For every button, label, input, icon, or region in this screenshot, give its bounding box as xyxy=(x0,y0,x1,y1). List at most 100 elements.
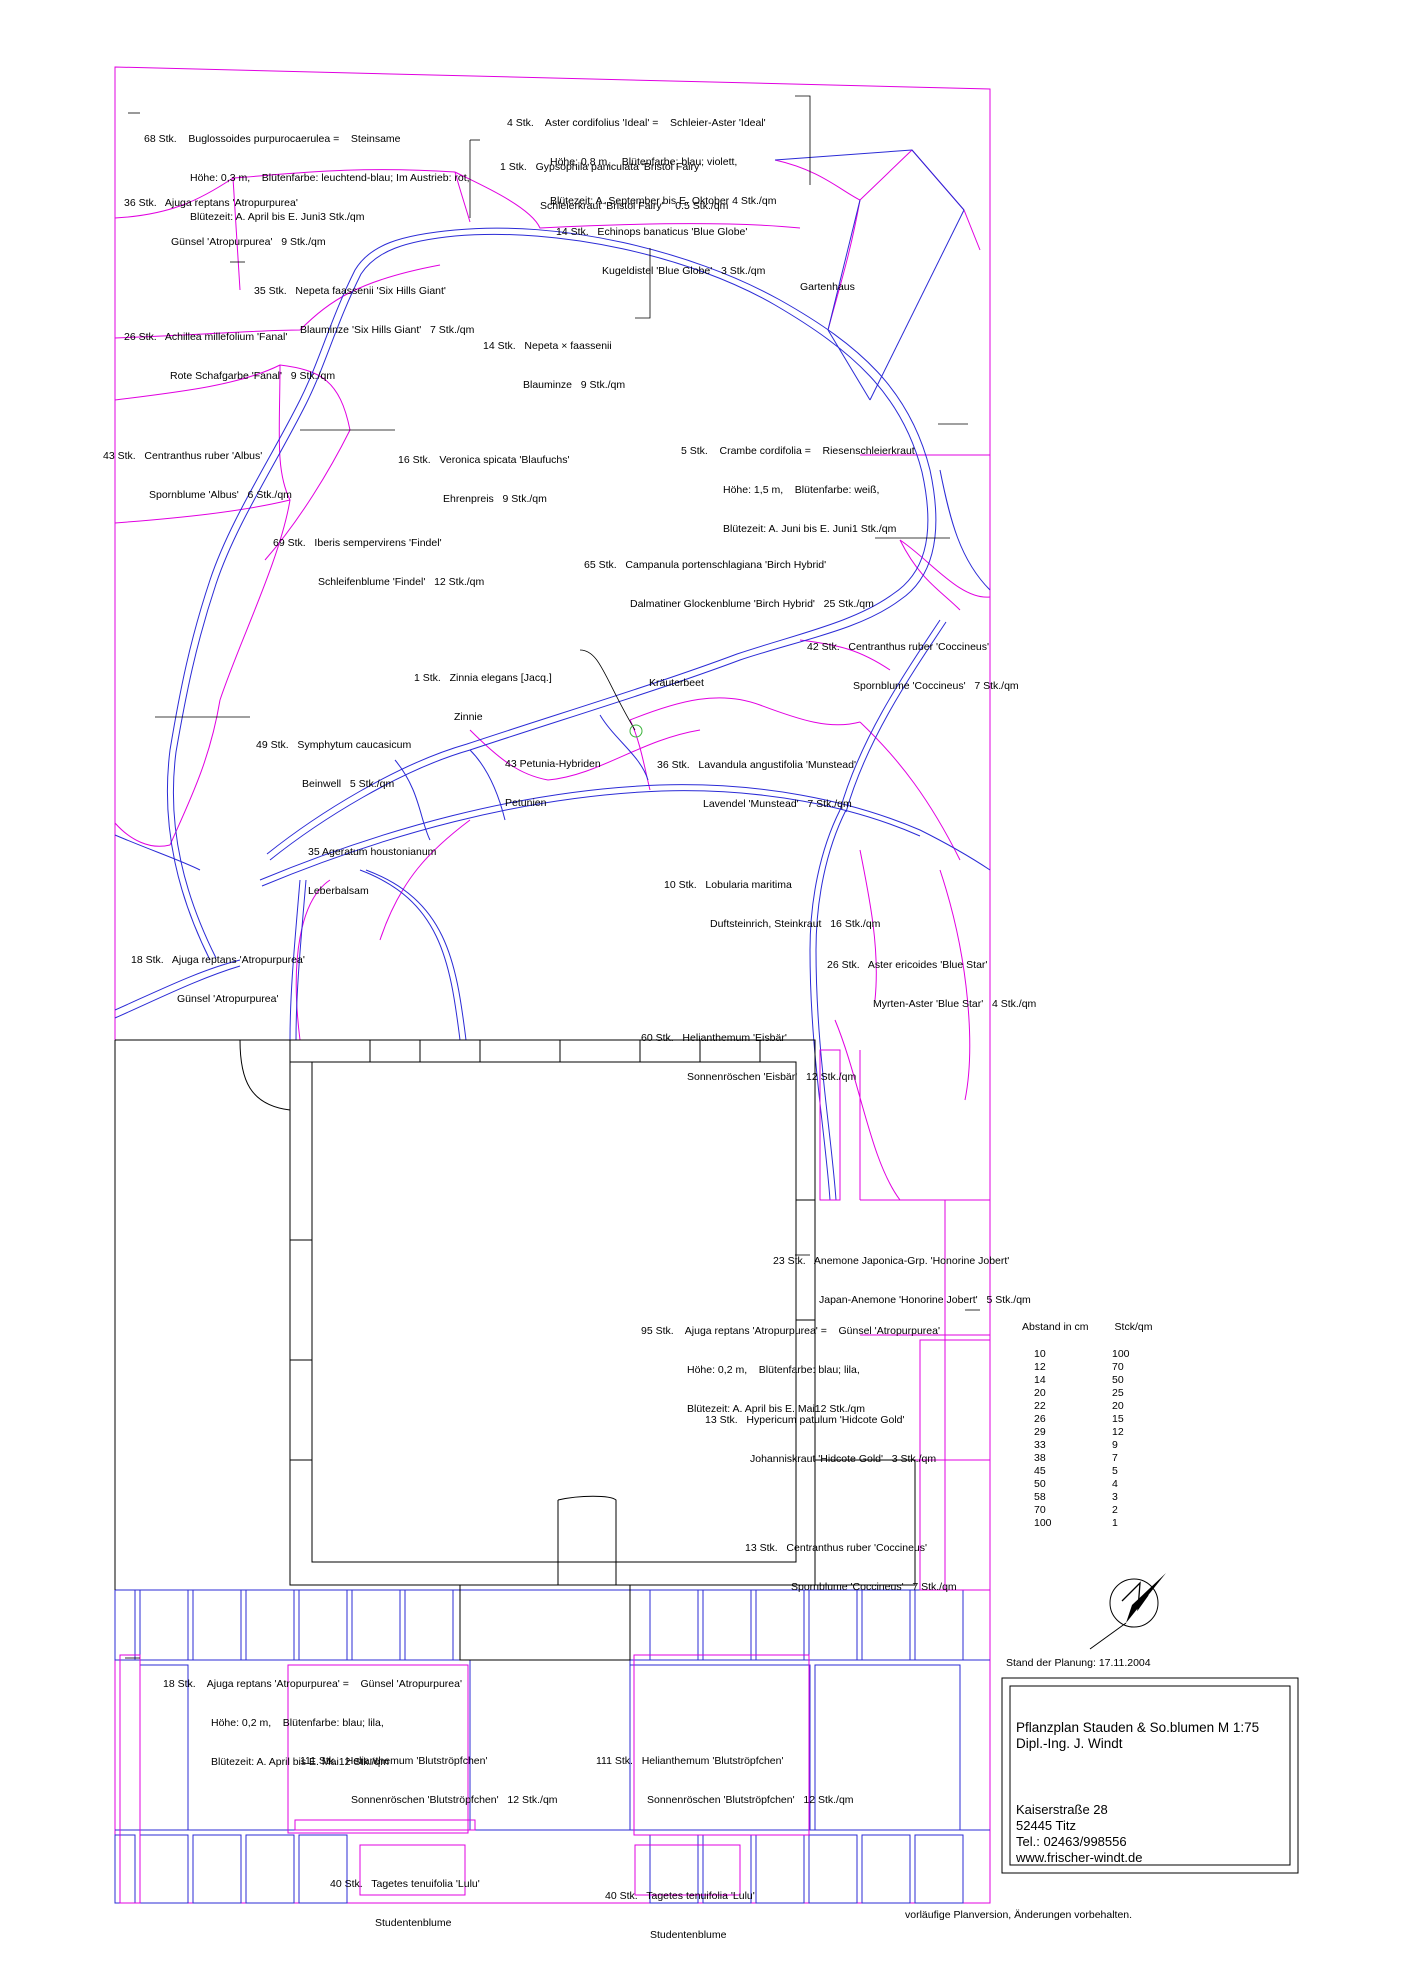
label-buglossoides: 68 Stk. Buglossoides purpurocaerulea = S… xyxy=(144,107,470,237)
label-centranthus-coccineus-1: 42 Stk. Centranthus ruber 'Coccineus' Sp… xyxy=(807,615,1019,706)
label-line: 42 Stk. Centranthus ruber 'Coccineus' xyxy=(807,641,990,653)
label-line: 1 Stk. Gypsophila paniculata 'Bristol Fa… xyxy=(500,161,702,173)
label-lavandula: 36 Stk. Lavandula angustifolia 'Munstead… xyxy=(657,733,856,824)
label-line: 40 Stk. Tagetes tenuifolia 'Lulu' xyxy=(605,1890,755,1902)
label-line: 18 Stk. Ajuga reptans 'Atropurpurea' xyxy=(131,954,305,966)
label-nepeta-1: 35 Stk. Nepeta faassenii 'Six Hills Gian… xyxy=(254,259,474,350)
legend-row: 10 100 xyxy=(1034,1347,1130,1360)
label-hypericum: 13 Stk. Hypericum patulum 'Hidcote Gold'… xyxy=(705,1388,936,1479)
label-line: 26 Stk. Aster ericoides 'Blue Star' xyxy=(827,959,988,971)
label-line: Blütezeit: A. April bis E. Mai12 Stk./qm xyxy=(211,1756,389,1768)
leader-lines xyxy=(125,95,980,1659)
label-line: Spornblume 'Coccineus' 7 Stk./qm xyxy=(853,680,1019,692)
label-crambe: 5 Stk. Crambe cordifolia = Riesenschleie… xyxy=(681,419,915,549)
legend-count-per-sqm: 15 xyxy=(1112,1412,1124,1425)
label-line: Höhe: 0,2 m, Blütenfarbe: blau; lila, xyxy=(211,1717,384,1729)
label-line: Rote Schafgarbe 'Fanal' 9 Stk./qm xyxy=(170,370,336,382)
label-tagetes-2: 40 Stk. Tagetes tenuifolia 'Lulu' Studen… xyxy=(605,1864,755,1955)
paving-grid xyxy=(114,1589,964,1904)
label-line: Günsel 'Atropurpurea' xyxy=(177,993,279,1005)
legend-spacing-cm: 50 xyxy=(1034,1477,1046,1490)
label-line: 49 Stk. Symphytum caucasicum xyxy=(256,739,412,751)
legend-count-per-sqm: 12 xyxy=(1112,1425,1124,1438)
legend-count-per-sqm: 1 xyxy=(1112,1516,1118,1529)
legend-row: 50 4 xyxy=(1034,1477,1130,1490)
legend-header-spacing: Abstand in cm xyxy=(1022,1321,1089,1333)
label-line: 69 Stk. Iberis sempervirens 'Findel' xyxy=(273,537,442,549)
zinnia-marker xyxy=(629,724,643,738)
label-line: Spornblume 'Coccineus' 7 Stk./qm xyxy=(791,1581,957,1593)
label-line: 35 Ageratum houstonianum xyxy=(308,846,437,858)
north-arrow-icon xyxy=(1089,1573,1166,1650)
label-ajuga-1: 36 Stk. Ajuga reptans 'Atropurpurea' Gün… xyxy=(124,171,326,262)
label-echinops: 14 Stk. Echinops banaticus 'Blue Globe' … xyxy=(556,200,765,291)
label-campanula: 65 Stk. Campanula portenschlagiana 'Birc… xyxy=(584,533,874,624)
label-line: Johanniskraut 'Hidcote Gold' 3 Stk./qm xyxy=(750,1453,937,1465)
legend-spacing-cm: 14 xyxy=(1034,1373,1046,1386)
label-helianthemum-eisbaer: 60 Stk. Helianthemum 'Eisbär' Sonnenrösc… xyxy=(641,1006,856,1097)
label-line: Japan-Anemone 'Honorine Jobert' 5 Stk./q… xyxy=(819,1294,1031,1306)
label-line: Blütezeit: A. April bis E. Mai12 Stk./qm xyxy=(687,1403,865,1415)
address-street: Kaiserstraße 28 xyxy=(1016,1802,1108,1817)
label-line: Blütezeit: A. September bis E. Oktober 4… xyxy=(550,195,777,207)
legend-spacing-cm: 29 xyxy=(1034,1425,1046,1438)
label-line: Blauminze 9 Stk./qm xyxy=(523,379,626,391)
label-line: Petunien xyxy=(505,797,547,809)
disclaimer-note: vorläufige Planversion, Änderungen vorbe… xyxy=(905,1909,1133,1921)
legend-count-per-sqm: 4 xyxy=(1112,1477,1118,1490)
label-line: Duftsteinrich, Steinkraut 16 Stk./qm xyxy=(710,918,881,930)
label-line: Höhe: 0,8 m, Blütenfarbe: blau; violett, xyxy=(550,156,738,168)
label-line: 95 Stk. Ajuga reptans 'Atropurpurea' = G… xyxy=(641,1325,940,1337)
legend-spacing-cm: 10 xyxy=(1034,1347,1046,1360)
label-line: Schleierkraut 'Bristol Fairy' 0.5 Stk./q… xyxy=(540,200,729,212)
label-line: 68 Stk. Buglossoides purpurocaerulea = S… xyxy=(144,133,401,145)
address-phone: Tel.: 02463/998556 xyxy=(1016,1834,1127,1849)
title-block: Pflanzplan Stauden & So.blumen M 1:75 Di… xyxy=(1002,1678,1298,1873)
label-line: Höhe: 0,3 m, Blütenfarbe: leuchtend-blau… xyxy=(190,172,470,184)
label-line: Schleifenblume 'Findel' 12 Stk./qm xyxy=(318,576,485,588)
label-line: 1 Stk. Zinnia elegans [Jacq.] xyxy=(414,672,552,684)
label-zinnia: 1 Stk. Zinnia elegans [Jacq.] Zinnie xyxy=(414,646,552,737)
label-line: Blauminze 'Six Hills Giant' 7 Stk./qm xyxy=(300,324,475,336)
label-line: 36 Stk. Ajuga reptans 'Atropurpurea' xyxy=(124,197,298,209)
label-line: Blütezeit: A. Juni bis E. Juni1 Stk./qm xyxy=(723,523,897,535)
label-ajuga-3: 95 Stk. Ajuga reptans 'Atropurpurea' = G… xyxy=(641,1299,940,1429)
label-ajuga-4: 18 Stk. Ajuga reptans 'Atropurpurea' = G… xyxy=(163,1652,462,1782)
legend-spacing-cm: 38 xyxy=(1034,1451,1046,1464)
legend-count-per-sqm: 2 xyxy=(1112,1503,1118,1516)
label-centranthus-coccineus-2: 13 Stk. Centranthus ruber 'Coccineus' Sp… xyxy=(745,1516,957,1607)
label-line: Sonnenröschen 'Eisbär' 12 Stk./qm xyxy=(687,1071,857,1083)
label-line: Myrten-Aster 'Blue Star' 4 Stk./qm xyxy=(873,998,1037,1010)
legend-count-per-sqm: 7 xyxy=(1112,1451,1118,1464)
label-line: Höhe: 1,5 m, Blütenfarbe: weiß, xyxy=(723,484,880,496)
label-aster-ericoides: 26 Stk. Aster ericoides 'Blue Star' Myrt… xyxy=(827,933,1036,1024)
label-line: 13 Stk. Centranthus ruber 'Coccineus' xyxy=(745,1542,928,1554)
label-line: Blütezeit: A. April bis E. Juni3 Stk./qm xyxy=(190,211,365,223)
legend-row: 38 7 xyxy=(1034,1451,1130,1464)
label-line: 60 Stk. Helianthemum 'Eisbär' xyxy=(641,1032,787,1044)
label-line: 43 Stk. Centranthus ruber 'Albus' xyxy=(103,450,263,462)
label-line: 14 Stk. Echinops banaticus 'Blue Globe' xyxy=(556,226,748,238)
label-line: 18 Stk. Ajuga reptans 'Atropurpurea' = G… xyxy=(163,1678,462,1690)
label-line: Studentenblume xyxy=(650,1929,727,1941)
legend-count-per-sqm: 25 xyxy=(1112,1386,1124,1399)
legend-spacing-cm: 20 xyxy=(1034,1386,1046,1399)
label-ajuga-2: 18 Stk. Ajuga reptans 'Atropurpurea' Gün… xyxy=(131,928,305,1019)
label-line: 13 Stk. Hypericum patulum 'Hidcote Gold' xyxy=(705,1414,905,1426)
label-anemone: 23 Stk. Anemone Japonica-Grp. 'Honorine … xyxy=(773,1229,1031,1320)
label-line: 111 Stk. Helianthemum 'Blutströpfchen' xyxy=(300,1755,488,1767)
legend-spacing-cm: 70 xyxy=(1034,1503,1046,1516)
label-line: 5 Stk. Crambe cordifolia = Riesenschleie… xyxy=(681,445,915,457)
legend-count-per-sqm: 5 xyxy=(1112,1464,1118,1477)
label-line: Spornblume 'Albus' 6 Stk./qm xyxy=(149,489,292,501)
legend-count-per-sqm: 100 xyxy=(1112,1347,1130,1360)
address-web[interactable]: www.frischer-windt.de xyxy=(1016,1850,1143,1865)
